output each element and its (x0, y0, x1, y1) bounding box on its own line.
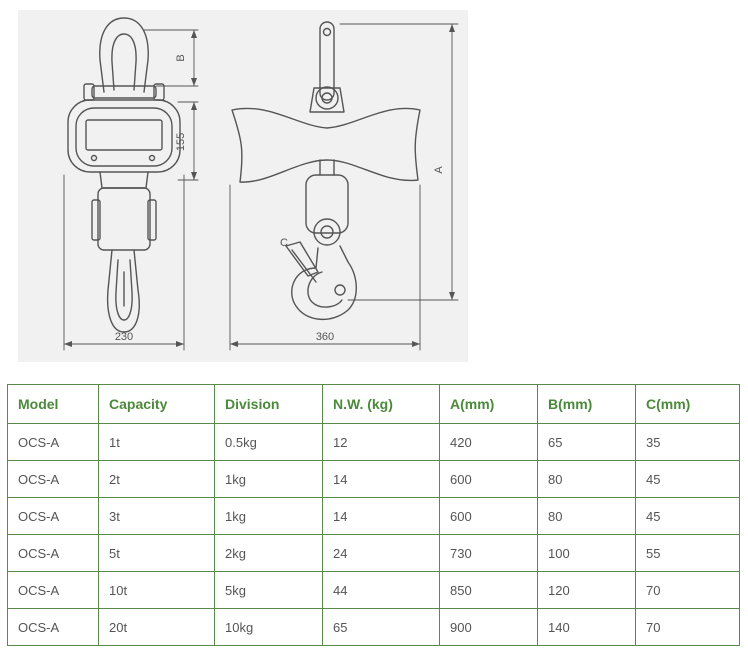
dimension-label-360: 360 (316, 331, 334, 343)
cell-a-mm: 730 (439, 534, 538, 572)
cell-net-weight: 14 (322, 460, 440, 498)
cell-capacity: 20t (98, 608, 215, 646)
cell-division: 1kg (214, 497, 323, 535)
cell-b-mm: 65 (537, 423, 636, 461)
cell-c-mm: 45 (635, 497, 740, 535)
cell-a-mm: 850 (439, 571, 538, 609)
cell-net-weight: 65 (322, 608, 440, 646)
dimension-label-230: 230 (115, 331, 133, 343)
side-view-scale (231, 21, 421, 321)
cell-net-weight: 44 (322, 571, 440, 609)
table-row: OCS-A 1t 0.5kg 12 420 65 35 (7, 423, 740, 461)
dimension-label-a: A (433, 166, 445, 174)
cell-b-mm: 140 (537, 608, 636, 646)
cell-division: 0.5kg (214, 423, 323, 461)
cell-a-mm: 900 (439, 608, 538, 646)
cell-capacity: 10t (98, 571, 215, 609)
cell-a-mm: 600 (439, 497, 538, 535)
cell-division: 2kg (214, 534, 323, 572)
cell-a-mm: 420 (439, 423, 538, 461)
cell-model: OCS-A (7, 571, 99, 609)
cell-net-weight: 14 (322, 497, 440, 535)
cell-b-mm: 100 (537, 534, 636, 572)
header-b-mm: B(mm) (537, 384, 636, 424)
table-header-row: Model Capacity Division N.W. (kg) A(mm) … (7, 384, 740, 424)
cell-division: 10kg (214, 608, 323, 646)
cell-capacity: 3t (98, 497, 215, 535)
cell-model: OCS-A (7, 497, 99, 535)
dimension-label-b: B (175, 54, 187, 61)
cell-division: 5kg (214, 571, 323, 609)
cell-net-weight: 12 (322, 423, 440, 461)
cell-model: OCS-A (7, 534, 99, 572)
header-a-mm: A(mm) (439, 384, 538, 424)
dimension-label-155: 155 (175, 133, 187, 151)
cell-capacity: 5t (98, 534, 215, 572)
cell-model: OCS-A (7, 608, 99, 646)
table-row: OCS-A 3t 1kg 14 600 80 45 (7, 497, 740, 535)
cell-c-mm: 45 (635, 460, 740, 498)
cell-a-mm: 600 (439, 460, 538, 498)
cell-b-mm: 120 (537, 571, 636, 609)
table-row: OCS-A 2t 1kg 14 600 80 45 (7, 460, 740, 498)
cell-division: 1kg (214, 460, 323, 498)
cell-c-mm: 55 (635, 534, 740, 572)
cell-model: OCS-A (7, 460, 99, 498)
dimension-lines (63, 23, 459, 351)
table-row: OCS-A 20t 10kg 65 900 140 70 (7, 608, 740, 646)
cell-model: OCS-A (7, 423, 99, 461)
header-capacity: Capacity (98, 384, 215, 424)
cell-capacity: 1t (98, 423, 215, 461)
header-net-weight: N.W. (kg) (322, 384, 440, 424)
header-division: Division (214, 384, 323, 424)
cell-c-mm: 70 (635, 571, 740, 609)
specification-table: Model Capacity Division N.W. (kg) A(mm) … (7, 384, 740, 646)
cell-c-mm: 70 (635, 608, 740, 646)
cell-b-mm: 80 (537, 497, 636, 535)
cell-b-mm: 80 (537, 460, 636, 498)
dimension-arrows (64, 24, 455, 347)
crane-scale-drawing: B 155 230 360 A C (63, 17, 459, 351)
table-row: OCS-A 5t 2kg 24 730 100 55 (7, 534, 740, 572)
table-row: OCS-A 10t 5kg 44 850 120 70 (7, 571, 740, 609)
header-model: Model (7, 384, 99, 424)
dimension-label-c: C (280, 237, 288, 249)
cell-c-mm: 35 (635, 423, 740, 461)
front-view-scale (67, 17, 181, 333)
header-c-mm: C(mm) (635, 384, 740, 424)
cell-net-weight: 24 (322, 534, 440, 572)
technical-drawing-panel: B 155 230 360 A C (18, 10, 468, 362)
cell-capacity: 2t (98, 460, 215, 498)
